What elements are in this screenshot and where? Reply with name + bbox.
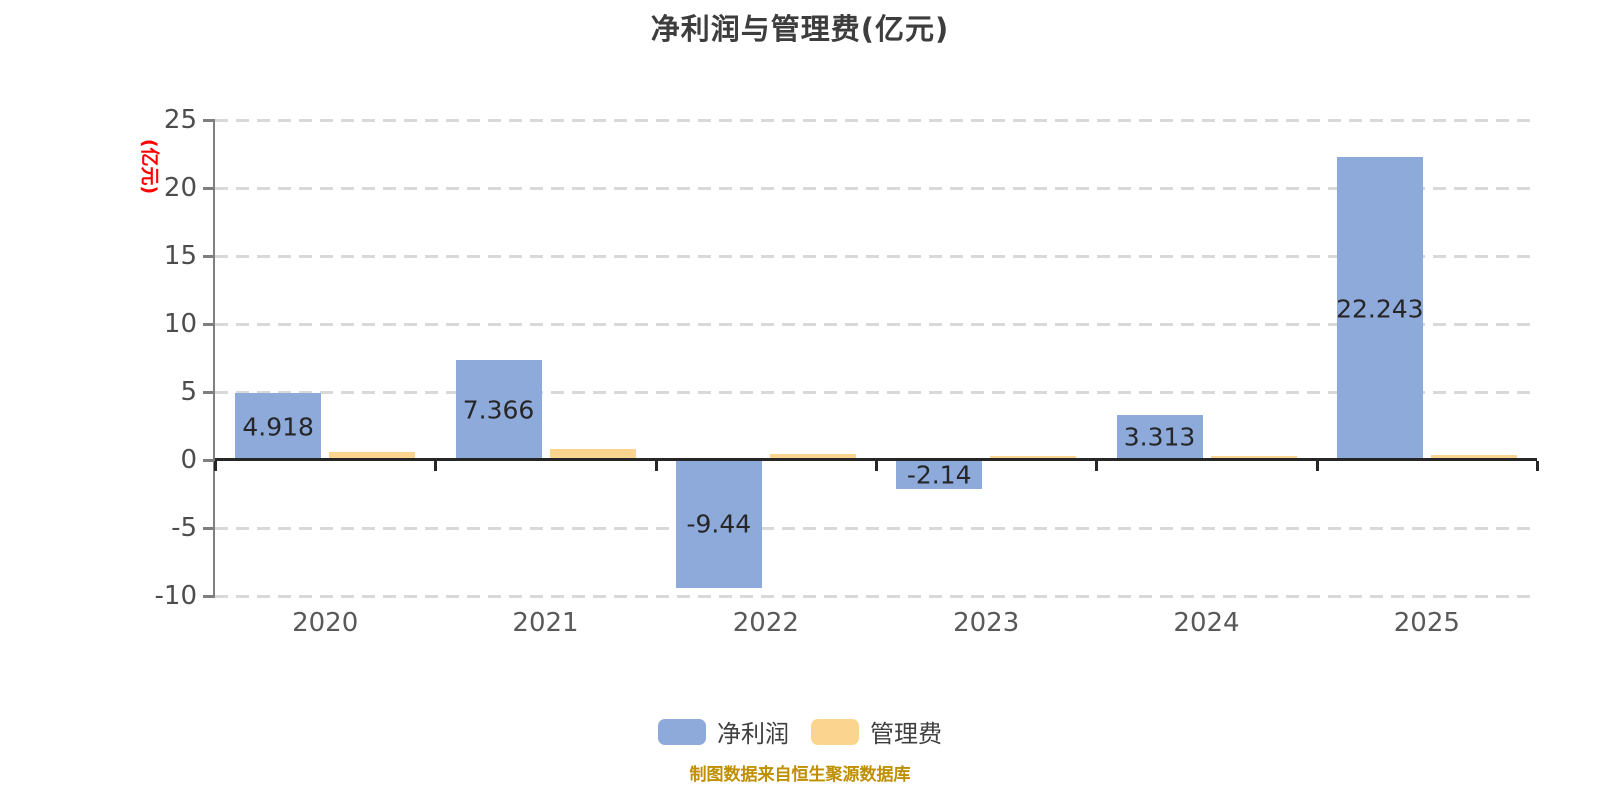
x-category-label: 2024 (1173, 608, 1240, 638)
x-tick (434, 461, 438, 471)
x-tick (654, 461, 658, 471)
chart-title: 净利润与管理费(亿元) (650, 12, 950, 46)
x-category-label: 2022 (732, 608, 799, 638)
legend-item-management-fee: 管理费 (811, 714, 942, 749)
x-category-label: 2023 (953, 608, 1020, 638)
net-profit-bar (1116, 414, 1203, 460)
y-tick-label: 10 (163, 309, 197, 339)
legend: 净利润 管理费 (0, 714, 1600, 749)
x-tick (1315, 461, 1319, 471)
x-axis-line (215, 458, 1537, 461)
gridline--10 (215, 595, 1537, 598)
bar-value-label: 22.243 (1336, 294, 1424, 324)
legend-label-management-fee: 管理费 (870, 720, 942, 748)
management-fee-bar (329, 451, 416, 460)
bar-value-label: 3.313 (1123, 422, 1196, 452)
x-tick (875, 461, 878, 471)
y-tick-label: 20 (163, 173, 197, 203)
legend-item-net-profit: 净利润 (658, 714, 789, 749)
bar-value-label: -2.14 (906, 460, 972, 490)
gridline-5 (215, 391, 1537, 394)
management-fee-bar (1210, 455, 1297, 460)
source-note: 制图数据来自恒生聚源数据库 (689, 765, 911, 785)
x-tick (1095, 461, 1099, 471)
y-axis-line (213, 120, 215, 596)
management-fee-bar (769, 453, 856, 460)
x-tick (214, 461, 217, 471)
y-tick--5 (203, 527, 215, 530)
y-tick-25 (203, 119, 215, 122)
y-tick-15 (203, 255, 215, 258)
gridline-20 (215, 187, 1537, 190)
legend-swatch-net-profit (658, 718, 706, 745)
gridline-25 (215, 119, 1537, 122)
y-tick-label: 0 (180, 445, 197, 475)
y-tick-5 (203, 391, 215, 394)
y-tick-label: 25 (163, 105, 197, 135)
bar-value-label: -9.44 (686, 509, 752, 539)
net-profit-bar (235, 393, 322, 460)
net-profit-bar (1336, 157, 1423, 460)
y-tick-0 (203, 459, 215, 462)
y-tick-label: 5 (180, 377, 197, 407)
x-tick (1536, 461, 1539, 471)
management-fee-bar (990, 455, 1077, 460)
x-category-label: 2025 (1393, 608, 1460, 638)
bar-value-label: 7.366 (462, 395, 535, 425)
y-tick-label: -5 (171, 513, 197, 543)
y-tick-label: -10 (154, 581, 197, 611)
y-tick-10 (203, 323, 215, 326)
x-category-label: 2020 (292, 608, 359, 638)
net-profit-bar (675, 460, 762, 589)
y-tick-label: 15 (163, 241, 197, 271)
management-fee-bar (549, 449, 636, 460)
net-profit-bar (896, 460, 983, 490)
legend-swatch-management-fee (811, 718, 859, 745)
y-tick-20 (203, 187, 215, 190)
gridline-10 (215, 323, 1537, 326)
gridline--5 (215, 527, 1537, 530)
management-fee-bar (1430, 455, 1517, 460)
bar-value-label: 4.918 (242, 412, 314, 442)
legend-label-net-profit: 净利润 (717, 720, 789, 748)
x-category-label: 2021 (512, 608, 579, 638)
y-tick--10 (203, 595, 215, 598)
gridline-15 (215, 255, 1537, 258)
net-profit-bar (455, 359, 542, 460)
